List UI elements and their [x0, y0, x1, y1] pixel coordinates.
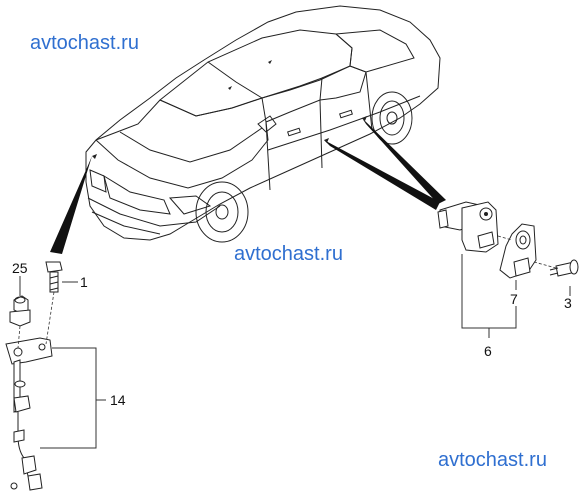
pointer-band-hood [50, 156, 92, 254]
door-switch-part-6 [437, 201, 499, 253]
callout-3: 3 [564, 295, 572, 311]
callout-7: 7 [510, 291, 518, 307]
watermark-bottom-right: avtochast.ru [438, 449, 547, 471]
bracket-sensor-part-14 [5, 337, 53, 491]
callout-1: 1 [80, 274, 88, 290]
alignment-lines [17, 235, 557, 349]
leader-lines [19, 254, 571, 449]
callout-6: 6 [484, 343, 492, 359]
watermark-center: avtochast.ru [234, 243, 343, 265]
callout-numbers: 1 25 3 7 6 14 [12, 260, 572, 408]
switch-cover-part-7 [499, 223, 537, 279]
bolt-part-1 [45, 261, 63, 293]
watermark-top-left: avtochast.ru [30, 32, 139, 54]
pointer-band-doors [324, 118, 446, 210]
callout-25: 25 [12, 260, 28, 276]
screw-part-3 [549, 259, 579, 277]
car-illustration [85, 5, 441, 243]
grommet-part-25 [9, 295, 31, 327]
callout-14: 14 [110, 392, 126, 408]
